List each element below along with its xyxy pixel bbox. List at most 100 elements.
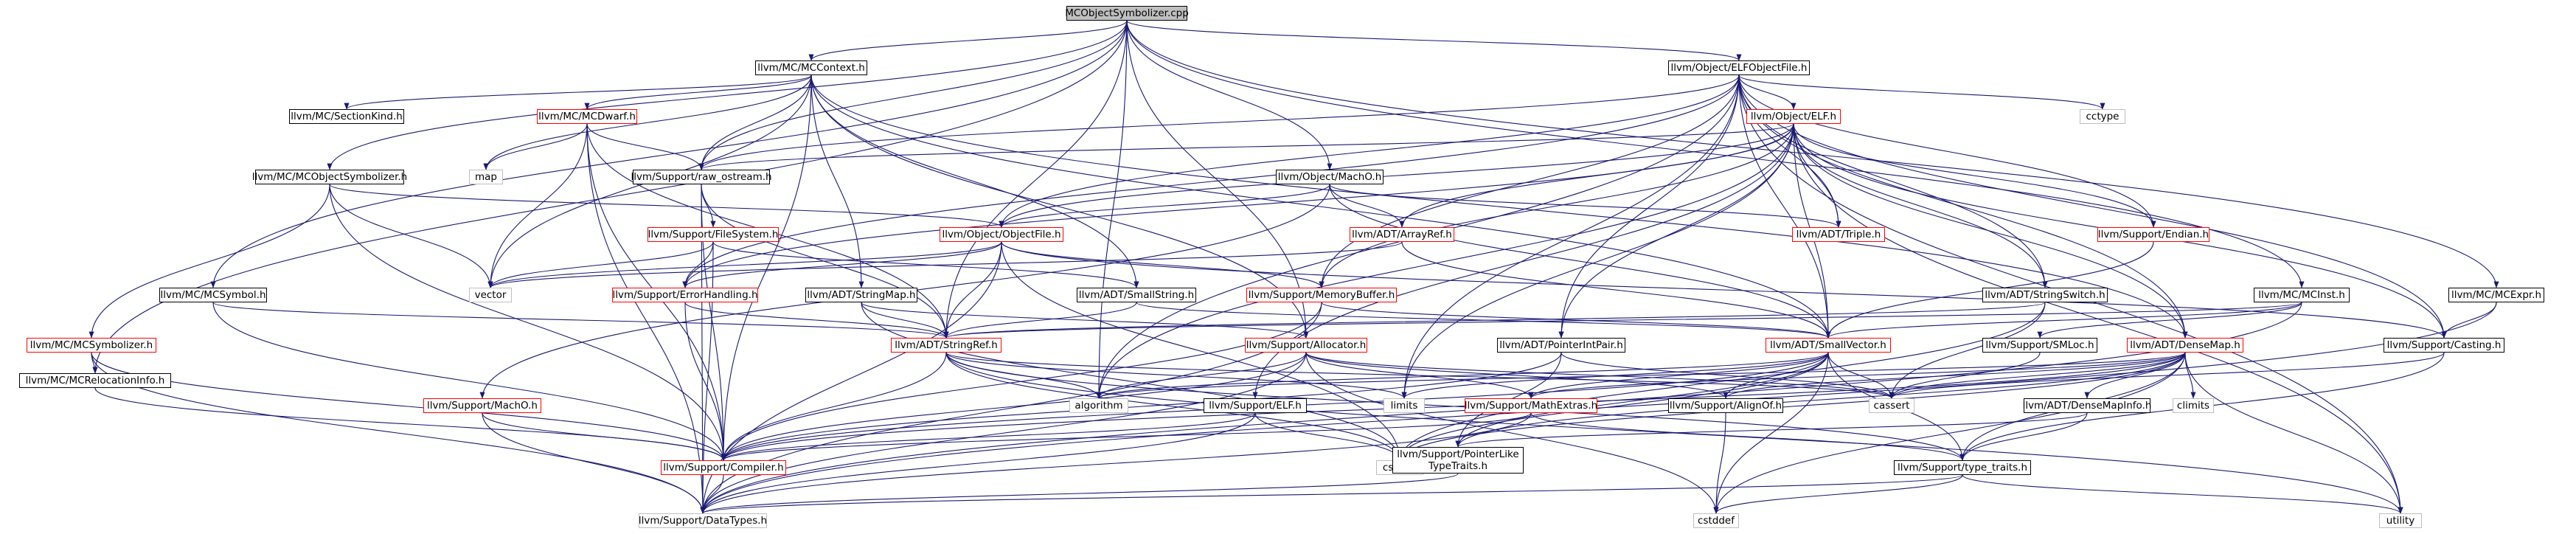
edge-objelfh-rawostream bbox=[698, 123, 1794, 170]
edge-objectfile-stringref bbox=[943, 241, 1002, 339]
node-raw-ostream[interactable]: llvm/Support/raw_ostream.h bbox=[631, 170, 772, 184]
node-smloc[interactable]: llvm/Support/SMLoc.h bbox=[1982, 338, 2097, 353]
node-error-handling[interactable]: llvm/Support/ErrorHandling.h bbox=[612, 288, 758, 302]
node-elf-object-file[interactable]: llvm/Object/ELFObjectFile.h bbox=[1668, 60, 1810, 75]
edge-machoh-smallvector bbox=[1329, 184, 1831, 339]
edge-objelfh-pointerintpair bbox=[1558, 123, 1794, 339]
node-string-map[interactable]: llvm/ADT/StringMap.h bbox=[805, 288, 917, 302]
edge-typetraits-cstddef bbox=[1713, 474, 1963, 514]
edge-smloc-cassert bbox=[1889, 352, 2041, 399]
node-cstddef: cstddef bbox=[1693, 513, 1739, 528]
node-array-ref[interactable]: llvm/ADT/ArrayRef.h bbox=[1350, 227, 1454, 242]
edge-root-elfobjfile bbox=[1126, 20, 1742, 61]
node-climits: climits bbox=[2173, 398, 2214, 413]
edge-root-mccontext bbox=[808, 20, 1128, 61]
node-mcdwarf[interactable]: llvm/MC/MCDwarf.h bbox=[537, 109, 637, 124]
node-limits: limits bbox=[1384, 398, 1425, 413]
edge-mcsymbol-stringref bbox=[212, 302, 949, 339]
edge-smallvector-limits bbox=[1401, 352, 1829, 399]
node-pointer-int-pair[interactable]: llvm/ADT/PointerIntPair.h bbox=[1497, 338, 1625, 353]
edge-densemap-utility bbox=[2184, 352, 2403, 514]
node-type-traits[interactable]: llvm/Support/type_traits.h bbox=[1894, 460, 2031, 475]
edge-typetraits-datatypes bbox=[701, 474, 1963, 514]
edge-stringmap-stringref bbox=[861, 302, 949, 339]
node-mcexpr[interactable]: llvm/MC/MCExpr.h bbox=[2448, 288, 2544, 302]
edge-elfobjfile-rawostream bbox=[698, 74, 1740, 170]
node-object-macho[interactable]: llvm/Object/MachO.h bbox=[1276, 170, 1384, 184]
edge-root-stringref bbox=[943, 20, 1128, 339]
edge-mcdwarf-rawostream bbox=[586, 123, 704, 170]
edge-densemap-mathextras bbox=[1528, 352, 2186, 399]
edge-mccontext-stringmap bbox=[810, 74, 864, 288]
node-support-macho[interactable]: llvm/Support/MachO.h bbox=[423, 398, 541, 413]
edge-mccontext-map bbox=[483, 74, 812, 170]
node-string-switch[interactable]: llvm/ADT/StringSwitch.h bbox=[1982, 288, 2108, 302]
node-small-string[interactable]: llvm/ADT/SmallString.h bbox=[1077, 288, 1196, 302]
edge-smallstring-stringref bbox=[943, 302, 1137, 339]
edge-objelfh-errorhandling bbox=[682, 123, 1794, 288]
edge-objelfh-algorithm bbox=[1096, 123, 1794, 399]
edge-mcdwarf-datatypes bbox=[586, 123, 706, 514]
node-object-file[interactable]: llvm/Object/ObjectFile.h bbox=[940, 227, 1063, 242]
edge-densemap-alignof bbox=[1723, 352, 2186, 399]
edge-machoh-arrayref bbox=[1329, 184, 1405, 228]
node-mcinst[interactable]: llvm/MC/MCInst.h bbox=[2254, 288, 2350, 302]
edge-stringmap-cstring bbox=[861, 302, 1403, 461]
node-file-system[interactable]: llvm/Support/FileSystem.h bbox=[648, 227, 779, 242]
node-data-types: llvm/Support/DataTypes.h bbox=[638, 513, 768, 528]
edge-objelfh-memorybuffer bbox=[1319, 123, 1794, 288]
node-mcsymbol[interactable]: llvm/MC/MCSymbol.h bbox=[159, 288, 267, 302]
node-support-elf[interactable]: llvm/Support/ELF.h bbox=[1204, 398, 1307, 413]
node-allocator[interactable]: llvm/Support/Allocator.h bbox=[1245, 338, 1367, 353]
edge-supportelf-compiler bbox=[721, 412, 1256, 461]
node-string-ref[interactable]: llvm/ADT/StringRef.h bbox=[891, 338, 1001, 353]
edge-root-machoh bbox=[1126, 20, 1333, 170]
node-pointer-like-type-traits[interactable]: llvm/Support/PointerLike TypeTraits.h bbox=[1392, 447, 1524, 474]
edge-objectfile-vector bbox=[487, 241, 1002, 288]
edge-mcobjsym-objectfile bbox=[329, 184, 1004, 228]
node-object-elf[interactable]: llvm/Object/ELF.h bbox=[1746, 109, 1841, 124]
edge-allocator-compiler bbox=[721, 352, 1307, 461]
node-casting[interactable]: llvm/Support/Casting.h bbox=[2384, 338, 2504, 353]
edge-elfobjfile-cctype bbox=[1738, 74, 2105, 110]
node-compiler[interactable]: llvm/Support/Compiler.h bbox=[661, 460, 786, 475]
node-dense-map-info[interactable]: llvm/ADT/DenseMapInfo.h bbox=[2022, 398, 2152, 413]
node-dense-map[interactable]: llvm/ADT/DenseMap.h bbox=[2127, 338, 2243, 353]
node-mc-object-symbolizer[interactable]: llvm/MC/MCObjectSymbolizer.h bbox=[251, 170, 408, 184]
edge-supportmacho-datatypes bbox=[482, 412, 706, 514]
edge-root-rawostream bbox=[698, 20, 1128, 170]
edge-densemap-compiler bbox=[721, 352, 2186, 461]
node-cctype: cctype bbox=[2080, 109, 2125, 124]
edge-mcdwarf-map bbox=[483, 123, 588, 170]
node-root[interactable]: MCObjectSymbolizer.cpp bbox=[1065, 6, 1189, 21]
edge-elfobjfile-endian bbox=[1738, 74, 2156, 228]
node-small-vector[interactable]: llvm/ADT/SmallVector.h bbox=[1766, 338, 1891, 353]
node-mccontext[interactable]: llvm/MC/MCContext.h bbox=[755, 60, 867, 75]
node-math-extras[interactable]: llvm/Support/MathExtras.h bbox=[1464, 398, 1598, 413]
node-mc-relocation-info[interactable]: llvm/MC/MCRelocationInfo.h bbox=[19, 373, 171, 388]
edge-root-allocator bbox=[1126, 20, 1309, 339]
edge-ptrliketraits-datatypes bbox=[700, 473, 1459, 514]
node-triple[interactable]: llvm/ADT/Triple.h bbox=[1792, 227, 1885, 242]
edge-densemap-ptrliketraits bbox=[1455, 352, 2186, 448]
node-memory-buffer[interactable]: llvm/Support/MemoryBuffer.h bbox=[1246, 288, 1397, 302]
edge-mcsymbol-compiler bbox=[212, 302, 726, 461]
edge-supportmacho-compiler bbox=[482, 412, 726, 461]
node-mc-symbolizer[interactable]: llvm/MC/MCSymbolizer.h bbox=[27, 338, 156, 353]
edge-elfobjfile-smallvector bbox=[1738, 74, 1831, 339]
edge-densemap-cassert bbox=[1889, 352, 2186, 399]
edge-mcinst-smallvector bbox=[1825, 302, 2302, 339]
edge-objectfile-errorhandling bbox=[682, 241, 1002, 288]
edge-mcobjsym-vector bbox=[329, 184, 493, 288]
node-align-of[interactable]: llvm/Support/AlignOf.h bbox=[1668, 398, 1783, 413]
edge-elfobjfile-casting bbox=[1738, 74, 2447, 339]
edge-elfobjfile-pointerintpair bbox=[1558, 74, 1740, 339]
edge-objelfh-stringswitch bbox=[1793, 123, 2048, 288]
edge-objelfh-limits bbox=[1401, 123, 1794, 399]
edge-supportelf-datatypes bbox=[700, 412, 1256, 514]
node-section-kind[interactable]: llvm/MC/SectionKind.h bbox=[289, 109, 404, 124]
edge-errorhandling-stringref bbox=[684, 302, 949, 339]
node-endian[interactable]: llvm/Support/Endian.h bbox=[2097, 227, 2209, 242]
edge-allocator-mathextras bbox=[1305, 352, 1534, 399]
